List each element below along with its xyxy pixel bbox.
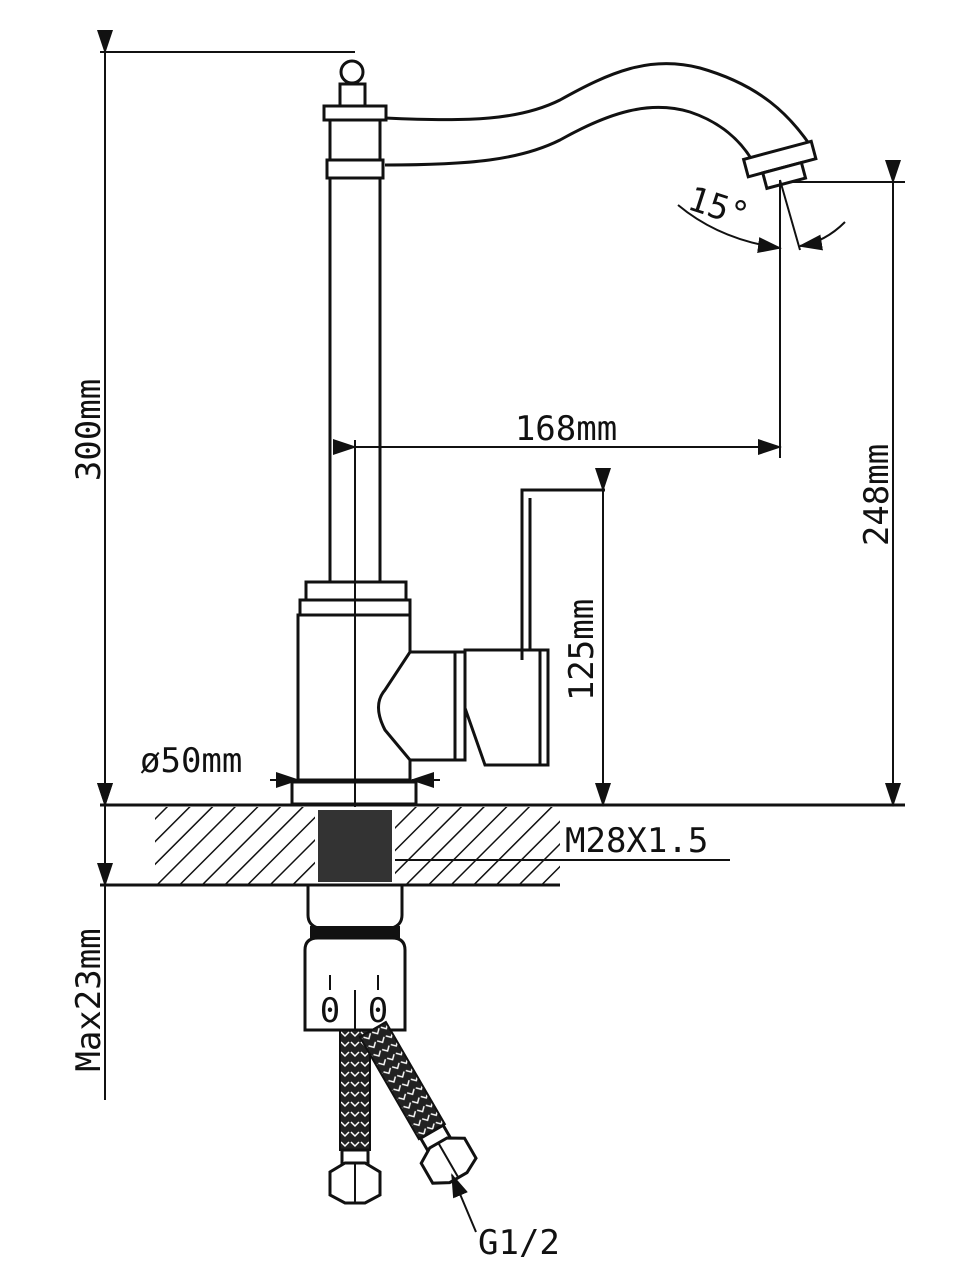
label-max23mm: Max23mm [69,928,109,1071]
label-g1-2: G1/2 [478,1223,560,1263]
thread-shank [318,810,392,882]
spout [384,62,818,191]
label-248mm: 248mm [857,444,897,546]
aerator [741,139,818,191]
underside-body: 0 0 [303,883,407,1032]
dimension-handle-height: 125mm [562,468,611,807]
label-125mm: 125mm [562,599,602,701]
label-thread: M28X1.5 [565,821,708,861]
handle [377,488,605,767]
dimension-base-diameter: ø50mm [140,741,440,788]
inlet-mark-right: 0 [368,991,388,1031]
dimension-total-height: 300mm [69,30,355,807]
dimension-reach: 168mm [333,180,782,458]
label-300mm: 300mm [69,379,109,481]
inlet-mark-left: 0 [320,991,340,1031]
dimension-counter-thickness: Max23mm [69,783,113,1100]
dimension-angle: 15° [677,179,846,254]
supply-hoses: G1/2 [328,1020,560,1263]
label-50mm: ø50mm [140,741,242,781]
label-15-degrees: 15° [683,179,754,236]
countertop: M28X1.5 [100,803,905,887]
dimension-spout-height: 248mm [790,160,905,807]
label-168mm: 168mm [515,409,617,449]
